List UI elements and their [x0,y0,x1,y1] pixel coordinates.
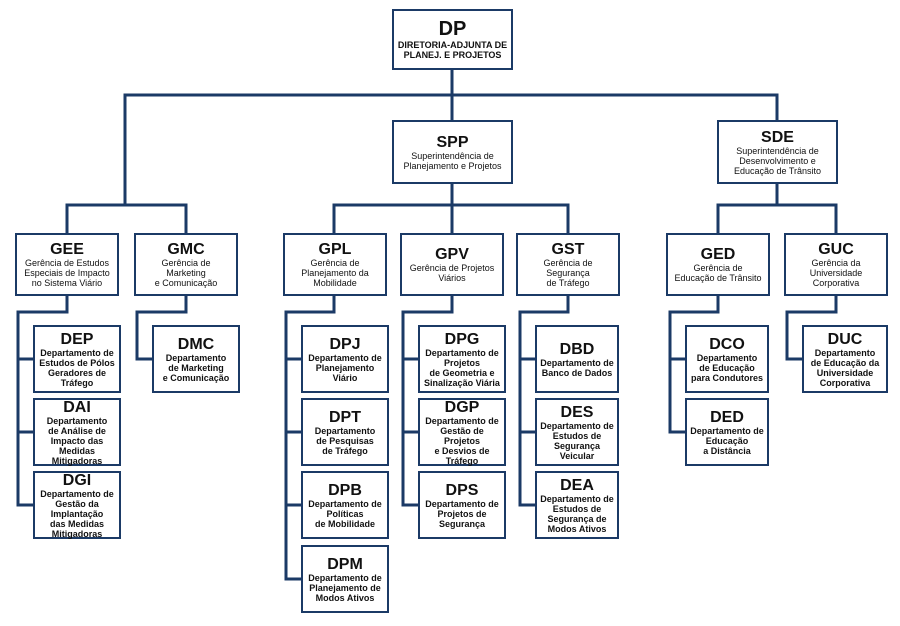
box-code: DPS [445,481,479,499]
connector-gmc-spine [135,294,188,361]
box-title: Gerência de Planejamento da Mobilidade [301,258,369,288]
box-gmc: GMC Gerência de Marketing e Comunicação [134,233,238,296]
box-gpv: GPV Gerência de Projetos Viários [400,233,504,296]
connector-lines [16,68,838,581]
box-code: DUC [827,330,863,348]
box-title: Gerência de Marketing e Comunicação [154,258,218,288]
box-dea: DEA Departamento de Estudos de Segurança… [535,471,619,539]
connector-gst-spine [518,294,570,507]
box-code: DEA [560,476,594,494]
box-code: DEP [60,330,94,348]
box-title: Departamento de Projetos de Geometria e … [424,347,500,388]
box-code: DPT [329,408,361,426]
box-ged: GED Gerência de Educação de Trânsito [666,233,770,296]
box-dco: DCO Departamento de Educação para Condut… [685,325,769,393]
box-code: GEE [50,241,84,258]
box-code: DCO [709,335,745,353]
box-dgi: DGI Departamento de Gestão da Implantaçã… [33,471,121,539]
box-gee: GEE Gerência de Estudos Especiais de Imp… [15,233,119,296]
box-title: Departamento de Planejamento de Modos At… [308,572,382,603]
box-code: DGP [444,398,480,416]
box-code: DGI [62,471,92,489]
box-code: DPM [327,555,363,573]
box-code: DED [710,408,744,426]
box-code: GMC [167,241,205,258]
box-dps: DPS Departamento de Projetos de Seguranç… [418,471,506,539]
box-title: Gerência de Estudos Especiais de Impacto… [24,258,110,288]
box-dpj: DPJ Departamento de Planejamento Viário [301,325,389,393]
box-title: Departamento de Estudos de Segurança Vei… [540,420,614,461]
box-code: GUC [818,241,854,258]
box-code: DMC [177,335,215,353]
connector-gpv-spine [401,294,454,507]
box-title: DIRETORIA-ADJUNTA DE PLANEJ. E PROJETOS [397,40,508,60]
box-title: Departamento de Marketing e Comunicação [162,352,230,383]
box-dmc: DMC Departamento de Marketing e Comunica… [152,325,240,393]
box-duc: DUC Departamento de Educação da Universi… [802,325,888,393]
box-dep: DEP Departamento de Estudos de Pólos Ger… [33,325,121,393]
box-title: Gerência da Universidade Corporativa [809,258,863,288]
connector-gee-spine [16,294,69,507]
box-title: Departamento de Estudos de Pólos Gerador… [39,347,115,388]
box-code: DP [438,18,467,40]
box-title: Departamento de Análise de Impacto das M… [46,415,108,466]
box-dp: DP DIRETORIA-ADJUNTA DE PLANEJ. E PROJET… [392,9,513,70]
box-spp: SPP Superintendência de Planejamento e P… [392,120,513,184]
box-des: DES Departamento de Estudos de Segurança… [535,398,619,466]
box-code: DPJ [329,335,361,353]
box-code: SPP [436,133,469,151]
box-title: Departamento de Banco de Dados [540,357,614,378]
box-title: Departamento de Políticas de Mobilidade [308,498,382,529]
box-title: Departamento de Estudos de Segurança de … [540,493,614,534]
box-code: GST [551,241,585,258]
box-guc: GUC Gerência da Universidade Corporativa [784,233,888,296]
box-gst: GST Gerência de Segurança de Tráfego [516,233,620,296]
connector-gpl-spine [284,294,336,581]
box-title: Superintendência de Desenvolvimento e Ed… [733,145,822,176]
box-title: Departamento de Educação a Distância [690,425,764,456]
box-gpl: GPL Gerência de Planejamento da Mobilida… [283,233,387,296]
box-title: Gerência de Educação de Trânsito [674,263,762,283]
box-title: Departamento de Planejamento Viário [308,352,382,383]
connector-ged-spine [668,294,720,434]
box-dpm: DPM Departamento de Planejamento de Modo… [301,545,389,613]
box-title: Departamento de Gestão da Implantação da… [40,488,114,539]
box-title: Departamento de Educação da Universidade… [810,347,880,388]
connector-guc-spine [785,294,838,361]
box-title: Departamento de Gestão de Projetos e Des… [425,415,499,466]
box-title: Departamento de Projetos de Segurança [425,498,499,529]
box-dpb: DPB Departamento de Políticas de Mobilid… [301,471,389,539]
box-sde: SDE Superintendência de Desenvolvimento … [717,120,838,184]
box-title: Departamento de Pesquisas de Tráfego [314,425,376,456]
box-code: DBD [559,340,595,358]
box-code: DES [560,403,594,421]
box-dgp: DGP Departamento de Gestão de Projetos e… [418,398,506,466]
box-code: DAI [63,398,91,416]
box-code: SDE [761,128,794,146]
box-code: GPV [435,246,469,263]
box-code: DPG [444,330,480,348]
box-title: Gerência de Projetos Viários [409,263,495,283]
box-dpt: DPT Departamento de Pesquisas de Tráfego [301,398,389,466]
box-dpg: DPG Departamento de Projetos de Geometri… [418,325,506,393]
box-dbd: DBD Departamento de Banco de Dados [535,325,619,393]
box-title: Departamento de Educação para Condutores [690,352,763,383]
box-code: GED [700,246,736,263]
box-title: Superintendência de Planejamento e Proje… [403,150,502,171]
box-ded: DED Departamento de Educação a Distância [685,398,769,466]
box-dai: DAI Departamento de Análise de Impacto d… [33,398,121,466]
box-title: Gerência de Segurança de Tráfego [543,258,593,288]
box-code: GPL [318,241,352,258]
box-code: DPB [328,481,362,499]
